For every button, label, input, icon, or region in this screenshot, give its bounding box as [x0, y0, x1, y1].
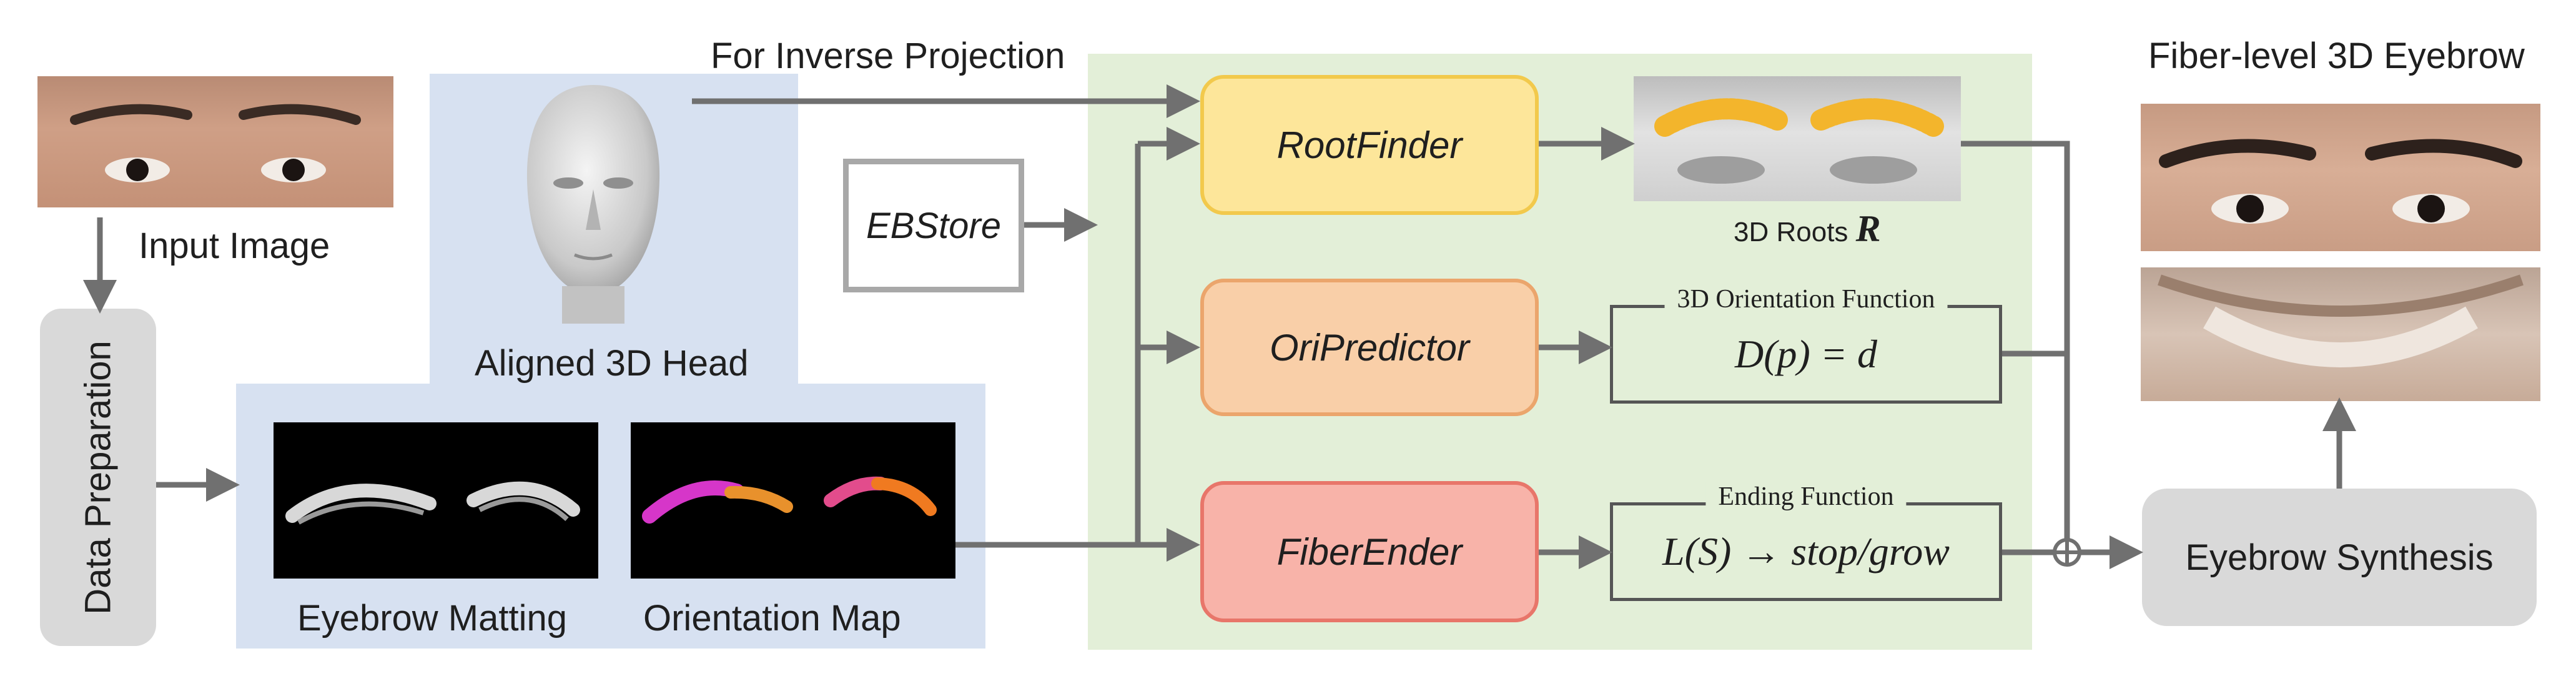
- ending-function-box: Ending Function L(S) → stop/grow: [1610, 482, 2002, 601]
- orientation-drawing: [642, 476, 937, 524]
- input-image: [37, 76, 393, 207]
- output-image-bottom: [2141, 267, 2540, 401]
- ebstore-box: EBStore: [843, 159, 1024, 292]
- sum-node: [2053, 538, 2081, 567]
- eyebrow-matting-image: [274, 422, 598, 579]
- eyebrow-synthesis-label: Eyebrow Synthesis: [2185, 537, 2494, 578]
- input-image-label: Input Image: [139, 226, 330, 266]
- orientation-function-expr: D(p) = d: [1734, 332, 1878, 376]
- roots-symbol: R: [1855, 208, 1881, 249]
- fiberender-module: FiberEnder: [1200, 481, 1539, 622]
- aligned-head-label: Aligned 3D Head: [475, 343, 749, 384]
- roots-caption-text: 3D Roots: [1734, 217, 1848, 247]
- head-model: [512, 80, 674, 324]
- output-face-drawing: [2159, 139, 2522, 224]
- orientation-function-title: 3D Orientation Function: [1664, 284, 1948, 314]
- output-bottom-drawing: [2158, 274, 2524, 367]
- roots-image: [1634, 76, 1961, 201]
- roots-drawing: [1654, 98, 1944, 184]
- rootfinder-module: RootFinder: [1200, 75, 1539, 215]
- input-face-drawing: [70, 104, 361, 182]
- orientation-map-label: Orientation Map: [643, 598, 901, 639]
- roots-caption: 3D Roots R: [1734, 207, 1881, 251]
- head-drawing: [526, 85, 660, 324]
- eyebrow-synthesis-box: Eyebrow Synthesis: [2142, 489, 2537, 626]
- ending-function-title: Ending Function: [1705, 482, 1907, 512]
- orientation-function-box: 3D Orientation Function D(p) = d: [1610, 284, 2002, 404]
- output-image-top: [2141, 104, 2540, 251]
- eyebrow-matting-label: Eyebrow Matting: [297, 598, 567, 639]
- ending-function-expr: L(S) → stop/grow: [1662, 529, 1950, 574]
- ebstore-label: EBStore: [866, 205, 1001, 246]
- fiber-level-label: Fiber-level 3D Eyebrow: [2148, 36, 2525, 76]
- oripredictor-label: OriPredictor: [1269, 326, 1470, 369]
- orientation-map-image: [631, 422, 955, 579]
- matting-drawing: [285, 481, 580, 525]
- data-preparation-box: Data Preparation: [40, 309, 156, 646]
- rootfinder-label: RootFinder: [1276, 124, 1463, 166]
- inverse-projection-label: For Inverse Projection: [711, 36, 1065, 76]
- fiberender-label: FiberEnder: [1276, 530, 1463, 573]
- oripredictor-module: OriPredictor: [1200, 279, 1539, 416]
- wire-roots-out: [1961, 141, 2070, 545]
